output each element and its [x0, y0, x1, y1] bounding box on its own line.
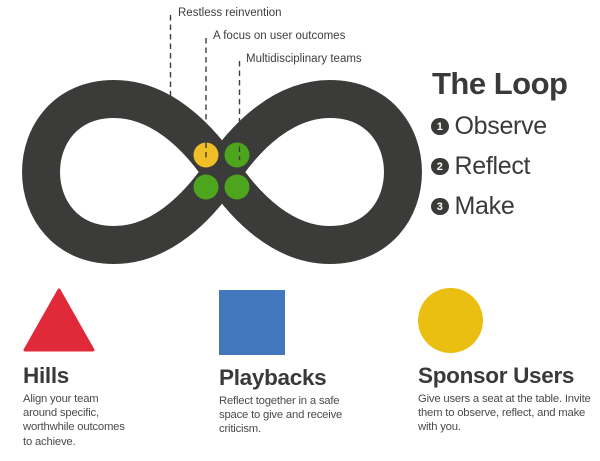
- step-2-badge: 2: [431, 157, 449, 176]
- triangle-icon: [23, 288, 95, 352]
- practice-description: Reflect together in a safe space to give…: [219, 394, 343, 436]
- loop-step-reflect: 2 Reflect: [431, 152, 547, 180]
- practice-title-hills: Hills: [23, 363, 70, 388]
- practice-description: Align your team around specific, worthwh…: [23, 392, 125, 448]
- loop-panel-title: The Loop: [432, 66, 568, 101]
- practice-title-sponsor-users: Sponsor Users: [418, 363, 575, 388]
- practice-description: Give users a seat at the table. Invite t…: [418, 392, 591, 434]
- hills-shape-box: [23, 288, 183, 354]
- practice-sponsor-users: Sponsor Users Give users a seat at the t…: [418, 288, 600, 435]
- circle-icon: [418, 288, 483, 353]
- practice-title-playbacks: Playbacks: [219, 365, 327, 390]
- step-label: Make: [454, 192, 515, 220]
- loop-step-make: 3 Make: [431, 192, 547, 220]
- step-label: Observe: [454, 112, 548, 140]
- loop-step-observe: 1 Observe: [431, 112, 547, 140]
- infinity-loop-icon: [22, 79, 422, 265]
- square-icon: [219, 290, 285, 355]
- loop-dot-icon: [224, 174, 250, 200]
- practice-hills: Hills Align your team around specific, w…: [23, 288, 183, 449]
- loop-steps-list: 1 Observe 2 Reflect 3 Make: [431, 112, 547, 220]
- step-3-badge: 3: [431, 197, 449, 216]
- loop-dot-icon: [224, 142, 250, 168]
- principle-label-restless-reinvention: Restless reinvention: [178, 7, 282, 19]
- practice-playbacks: Playbacks Reflect together in a safe spa…: [219, 288, 384, 437]
- loop-dot-icon: [193, 174, 219, 200]
- step-label: Reflect: [454, 152, 531, 180]
- principle-label-user-outcomes: A focus on user outcomes: [213, 30, 346, 42]
- playbacks-shape-box: [219, 290, 384, 356]
- principle-label-multidisciplinary-teams: Multidisciplinary teams: [246, 53, 362, 65]
- step-1-badge: 1: [431, 117, 449, 136]
- sponsor-users-shape-box: [418, 288, 600, 354]
